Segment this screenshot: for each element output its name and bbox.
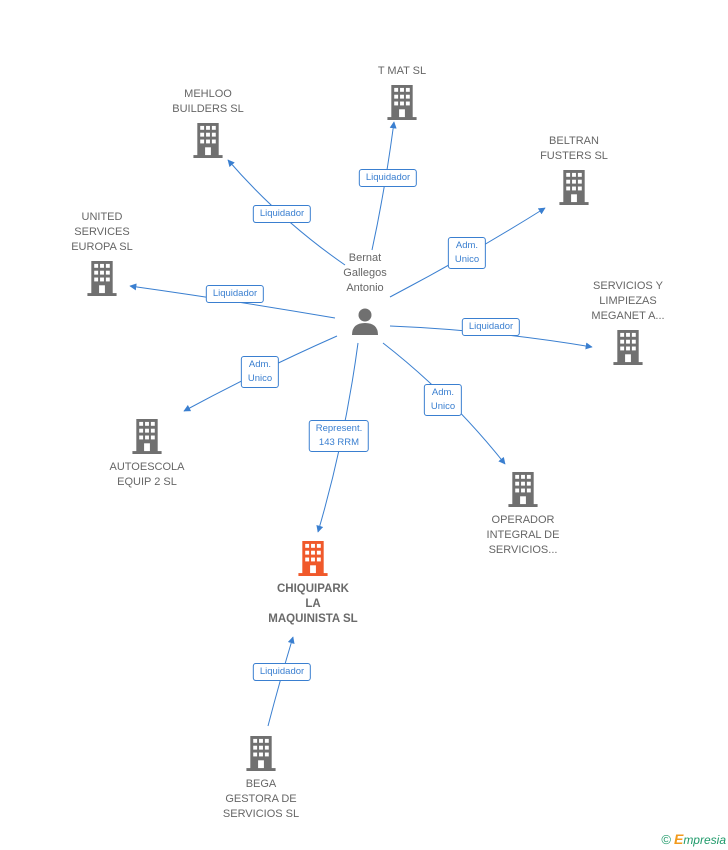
company-node-autoescola[interactable]: AUTOESCOLA EQUIP 2 SL	[97, 419, 197, 490]
building-icon-highlight	[298, 541, 328, 576]
company-node-operador[interactable]: OPERADOR INTEGRAL DE SERVICIOS...	[473, 472, 573, 558]
company-name: T MAT SL	[377, 65, 427, 77]
building-icon	[132, 419, 162, 454]
company-name: BELTRAN FUSTERS SL	[540, 135, 608, 162]
relation-label-chiquipark: Represent. 143 RRM	[308, 420, 370, 452]
relation-label-servicios: Liquidador	[461, 318, 521, 336]
brand-initial: E	[673, 831, 684, 847]
relation-label-beltran: Adm. Unico	[447, 237, 487, 269]
company-name: OPERADOR INTEGRAL DE SERVICIOS...	[486, 514, 560, 556]
company-node-mehloo[interactable]: MEHLOO BUILDERS SL	[158, 87, 258, 158]
relation-label-autoescola: Adm. Unico	[240, 356, 280, 388]
company-name: SERVICIOS Y LIMPIEZAS MEGANET A...	[591, 280, 665, 322]
building-icon	[508, 472, 538, 507]
company-node-united[interactable]: UNITED SERVICES EUROPA SL	[52, 210, 152, 296]
company-name: AUTOESCOLA EQUIP 2 SL	[109, 461, 185, 488]
company-name: MEHLOO BUILDERS SL	[172, 88, 244, 115]
brand-name: mpresia	[683, 833, 726, 847]
company-node-bega[interactable]: BEGA GESTORA DE SERVICIOS SL	[211, 736, 311, 822]
company-node-chiquipark[interactable]: CHIQUIPARK LA MAQUINISTA SL	[258, 541, 368, 627]
company-name: UNITED SERVICES EUROPA SL	[71, 211, 133, 253]
person-node[interactable]: Bernat Gallegos Antonio	[325, 251, 405, 336]
company-node-servicios[interactable]: SERVICIOS Y LIMPIEZAS MEGANET A...	[572, 279, 684, 365]
building-icon	[246, 736, 276, 771]
edge-bega	[267, 636, 295, 727]
person-icon	[352, 308, 378, 335]
relation-label-operador: Adm. Unico	[423, 384, 463, 416]
person-name: Bernat Gallegos Antonio	[343, 252, 387, 294]
relation-label-bega: Liquidador	[252, 663, 312, 681]
building-icon	[87, 261, 117, 296]
building-icon	[387, 85, 417, 120]
building-icon	[559, 170, 589, 205]
company-node-beltran[interactable]: BELTRAN FUSTERS SL	[524, 134, 624, 205]
relation-label-tmat: Liquidador	[358, 169, 418, 187]
brand-footer[interactable]: ©Empresia	[661, 831, 726, 847]
building-icon	[193, 123, 223, 158]
company-name: BEGA GESTORA DE SERVICIOS SL	[222, 778, 300, 820]
company-name: CHIQUIPARK LA MAQUINISTA SL	[268, 583, 358, 625]
copyright-icon: ©	[661, 832, 671, 847]
building-icon	[613, 330, 643, 365]
edge-tmat	[371, 121, 397, 251]
company-node-tmat[interactable]: T MAT SL	[352, 64, 452, 120]
relation-label-mehloo: Liquidador	[252, 205, 312, 223]
relation-label-united: Liquidador	[205, 285, 265, 303]
